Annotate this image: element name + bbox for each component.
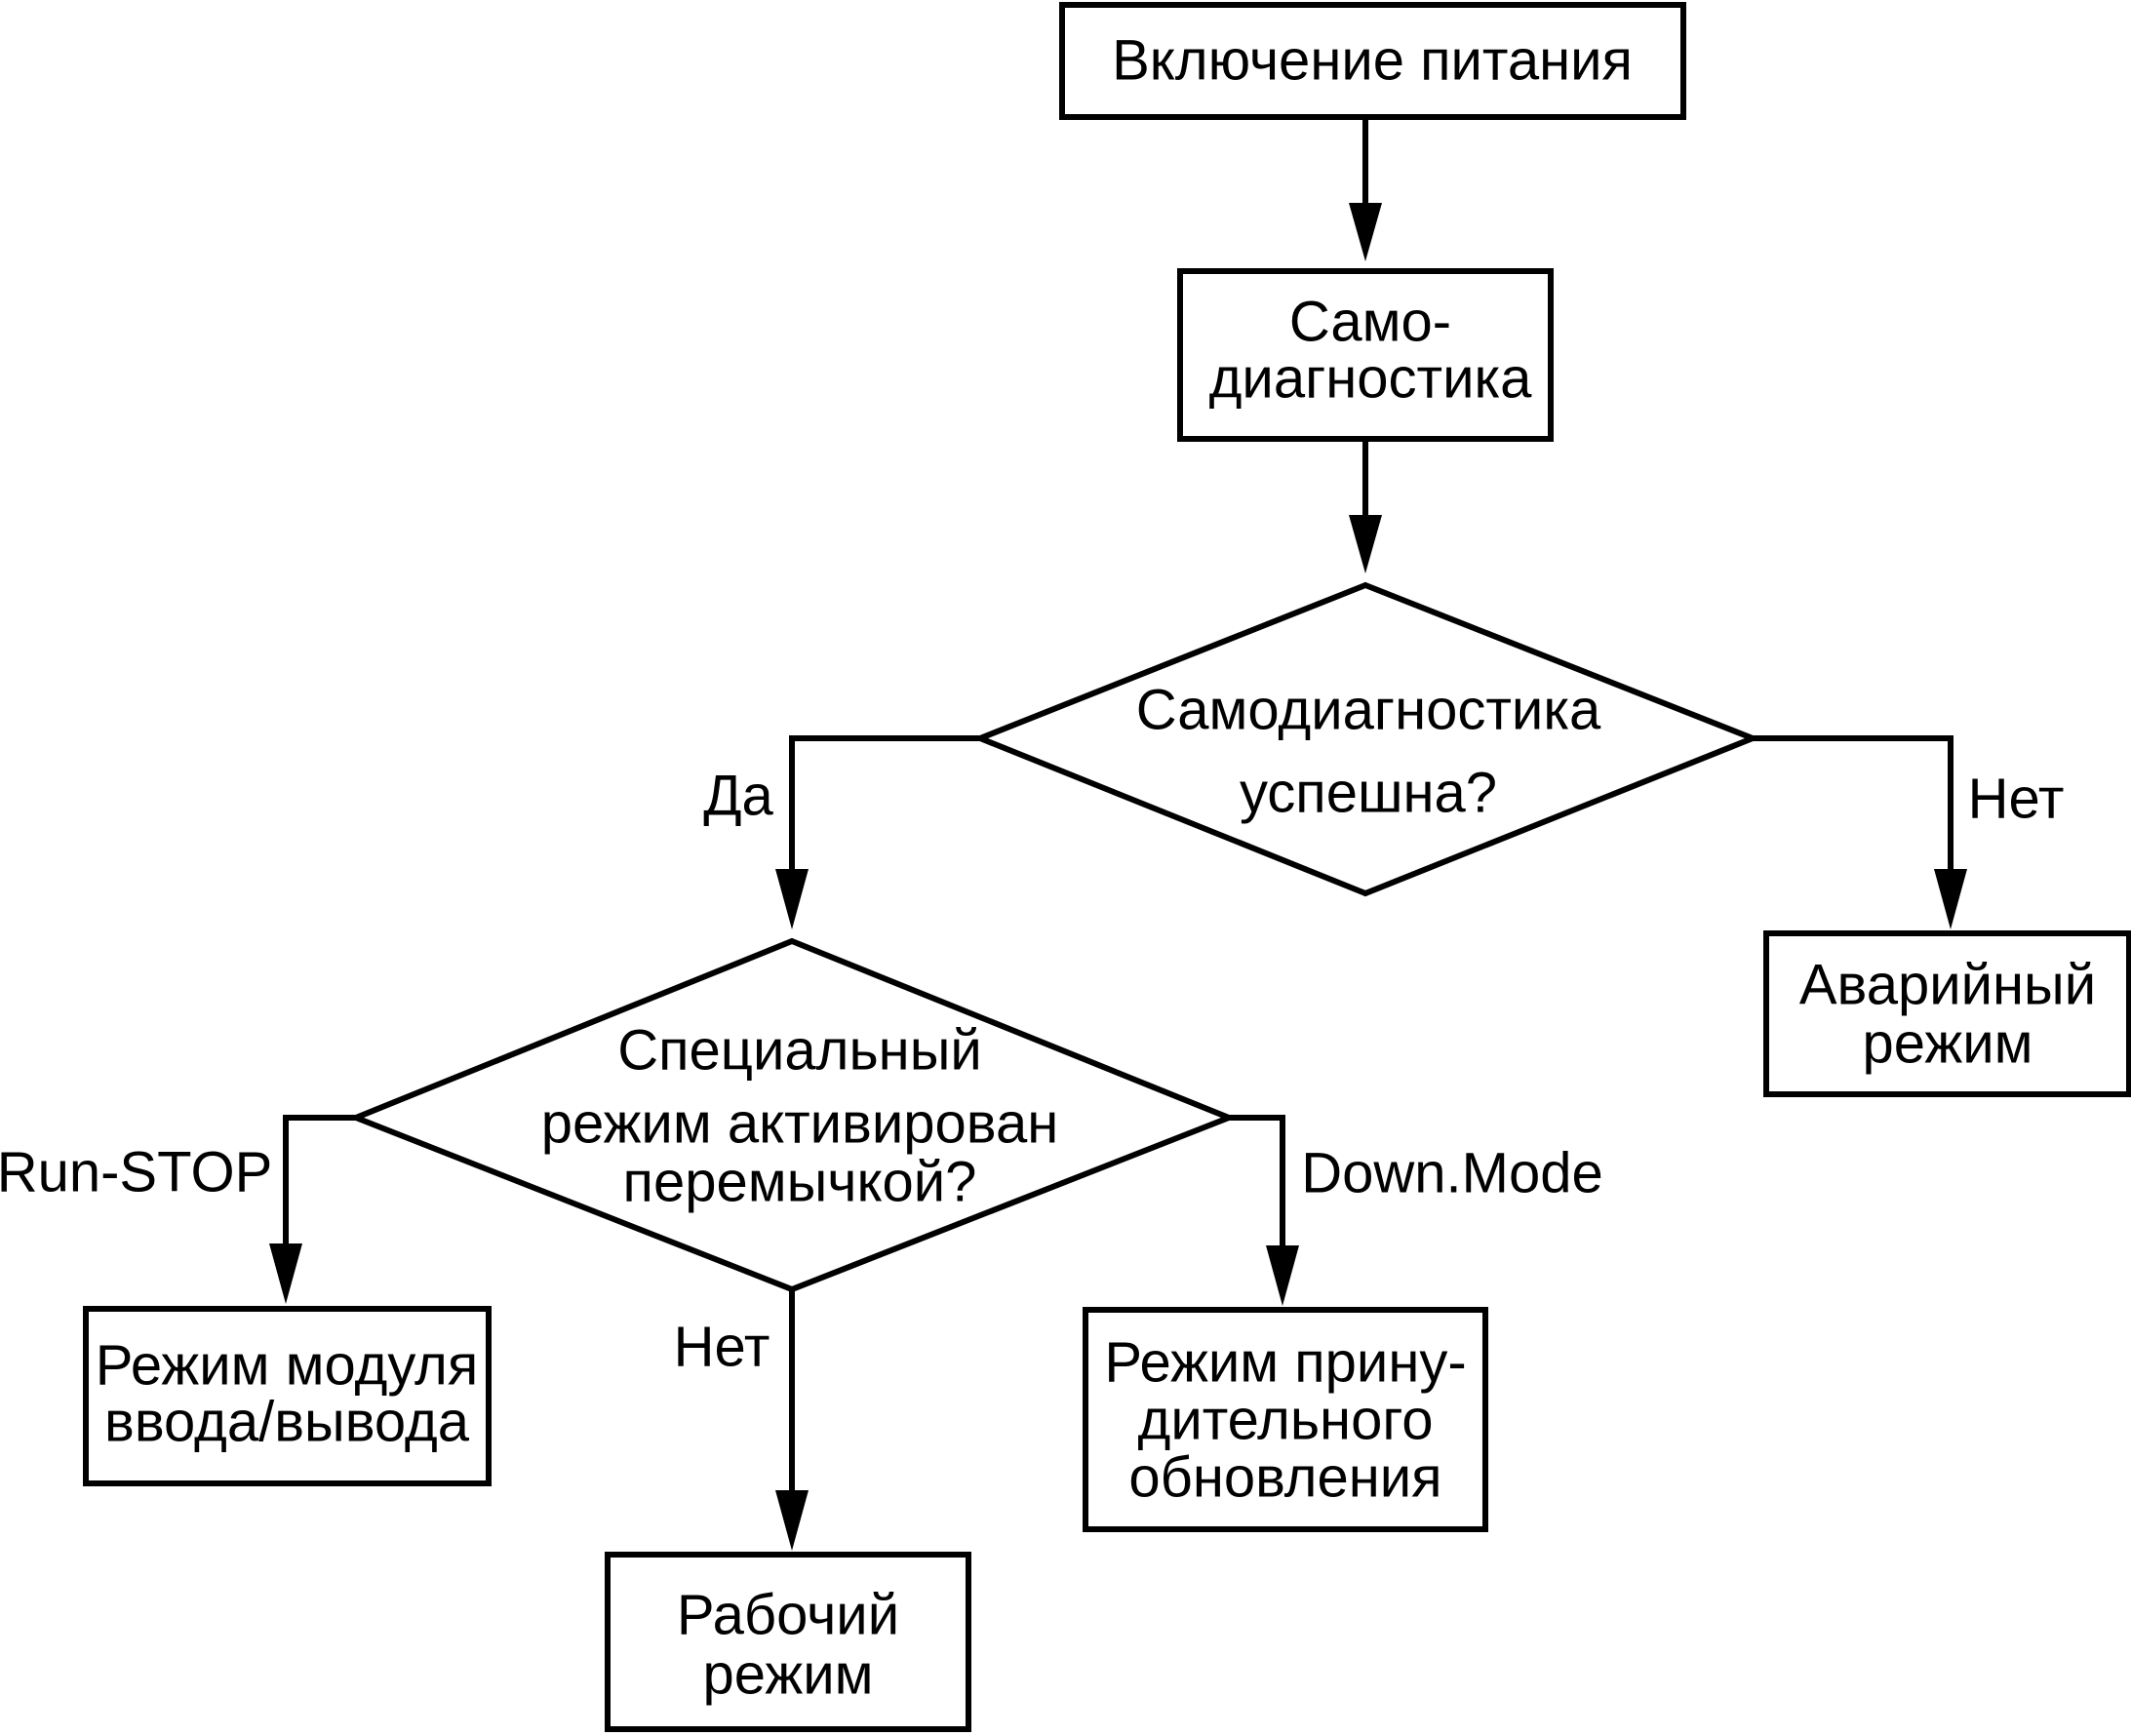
- node-emergency-mode: Аварийный режим: [1763, 930, 2131, 1097]
- edge-downmode-to-update: [1229, 1115, 1285, 1247]
- node-label-line: режим активирован: [541, 1092, 1058, 1156]
- arrowhead-downmode-to-update: [1266, 1245, 1299, 1306]
- process-box: [605, 1552, 971, 1732]
- process-box: [83, 1306, 492, 1486]
- node-label-line: Режим прину-: [1104, 1331, 1466, 1395]
- edge-label-down-mode: Down.Mode: [1301, 1142, 1602, 1205]
- edge-label-no-working: Нет: [674, 1316, 770, 1379]
- node-label-line: Рабочий: [677, 1584, 899, 1647]
- node-label-line: Режим модуля: [96, 1334, 479, 1398]
- node-diagnostics-ok-decision: Самодиагностика успешна?: [971, 581, 1761, 897]
- node-label-line: обновления: [1128, 1446, 1441, 1510]
- process-box: [1177, 268, 1554, 442]
- node-label-line: режим: [1863, 1012, 2033, 1076]
- edge-no-to-emergency: [1753, 735, 1953, 871]
- decision-diamond: [347, 937, 1238, 1293]
- arrowhead-yes-to-special: [775, 869, 809, 929]
- decision-diamond: [971, 581, 1761, 897]
- edge-label-run-stop: Run-STOP: [0, 1141, 272, 1204]
- node-label-line: ввода/вывода: [104, 1391, 470, 1454]
- node-label-line: Специальный: [617, 1019, 982, 1083]
- arrowhead-selfdiag-to-decision: [1349, 515, 1382, 573]
- node-working-mode: Рабочий режим: [605, 1552, 971, 1732]
- node-label-line: Включение питания: [1112, 29, 1633, 93]
- arrowhead-power-to-selfdiag: [1349, 203, 1382, 261]
- node-label-line: Самодиагностика: [1136, 679, 1601, 742]
- node-label-line: дительного: [1138, 1389, 1434, 1452]
- node-label-line: Само-: [1289, 291, 1451, 354]
- arrowhead-runstop-to-io: [269, 1243, 302, 1304]
- node-forced-update-mode: Режим прину- дительного обновления: [1083, 1307, 1488, 1532]
- node-special-mode-decision: Специальный режим активирован перемычкой…: [347, 937, 1238, 1293]
- edge-yes-to-special: [789, 735, 980, 871]
- node-self-diagnostics: Само- диагностика: [1177, 268, 1554, 442]
- node-label-line: режим: [703, 1643, 874, 1707]
- arrowhead-no-to-emergency: [1934, 869, 1967, 929]
- node-label-line: Аварийный: [1799, 954, 2096, 1017]
- arrowhead-no-to-working: [775, 1490, 809, 1551]
- edge-label-yes: Да: [703, 765, 773, 828]
- process-box: [1059, 2, 1686, 120]
- node-label-line: диагностика: [1209, 347, 1533, 411]
- process-box: [1083, 1307, 1488, 1532]
- node-label-line: перемычкой?: [623, 1151, 977, 1214]
- node-io-module-mode: Режим модуля ввода/вывода: [83, 1306, 492, 1486]
- process-box: [1763, 930, 2131, 1097]
- node-power-on: Включение питания: [1059, 2, 1686, 120]
- node-label-line: успешна?: [1240, 762, 1497, 825]
- edge-label-no-emergency: Нет: [1968, 768, 2065, 831]
- edge-runstop-to-io: [283, 1115, 356, 1245]
